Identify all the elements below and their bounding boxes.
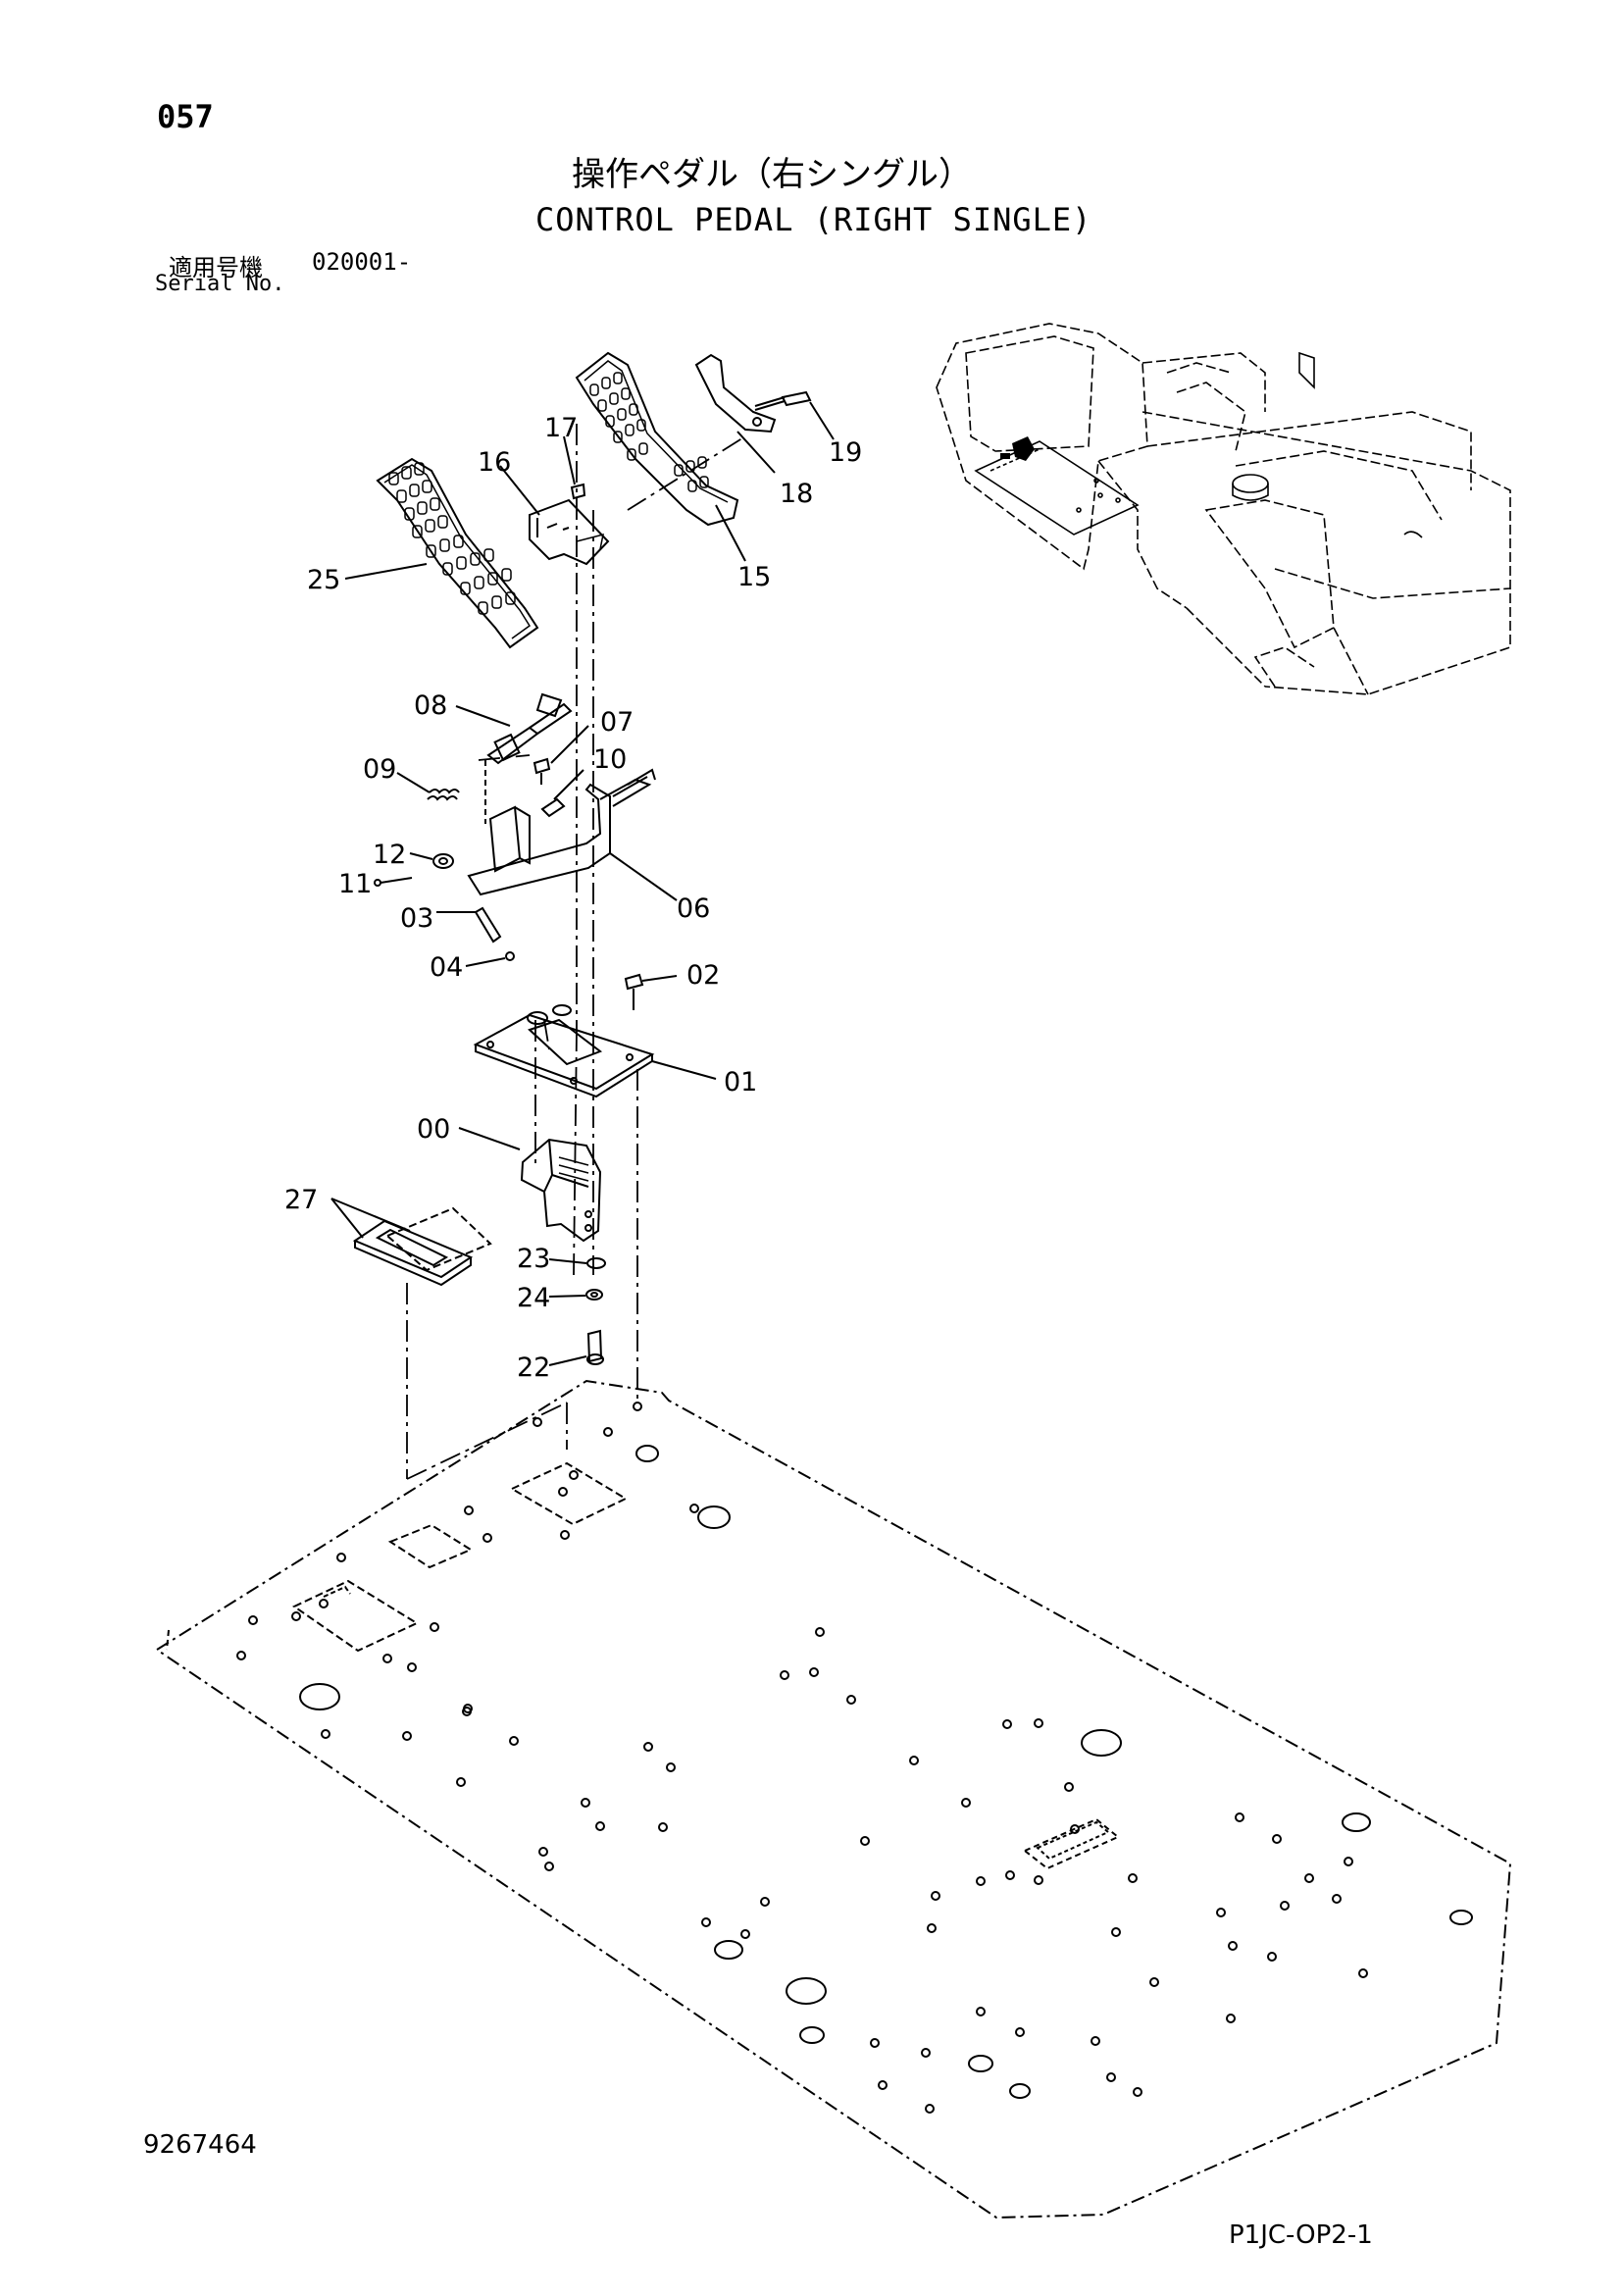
page-title: CONTROL PEDAL (RIGHT SINGLE): [535, 201, 1092, 238]
figure-code: P1JC-OP2-1: [1229, 2220, 1373, 2250]
part-callout: 01: [724, 1067, 757, 1097]
part-callout: 16: [478, 447, 511, 478]
floor-plate: [155, 1206, 1512, 2219]
part-callout: 03: [400, 903, 433, 934]
part-callout: 25: [307, 565, 340, 595]
serial-label-japanese: 適用号機: [169, 254, 263, 281]
pedal-25: [344, 457, 539, 649]
nut-17: [563, 435, 586, 500]
page-title-japanese: 操作ペダル（右シングル）: [572, 155, 972, 194]
part-callout: 02: [686, 960, 720, 991]
bolt-02: [624, 973, 678, 1010]
part-callouts: 17 19 16 18 25 15 08 07 09 10 12 11 06 0…: [284, 413, 862, 1383]
pin-04: [465, 951, 515, 967]
part-callout: 27: [284, 1185, 318, 1215]
part-callout: 24: [517, 1283, 550, 1313]
part-callout: 12: [373, 840, 406, 870]
cover-27: [330, 1198, 474, 1287]
part-callout: 18: [780, 479, 813, 509]
part-callout: 23: [517, 1244, 550, 1274]
bolt-07: [533, 725, 589, 785]
part-callout: 07: [600, 707, 634, 738]
pin-11: [374, 877, 413, 887]
lever-08: [455, 692, 573, 824]
bolt-22: [548, 1329, 604, 1366]
pedal-15: [575, 351, 746, 562]
serial-number-value: 020001-: [312, 248, 412, 276]
part-callout: 10: [593, 744, 627, 775]
spring-09: [396, 772, 460, 801]
part-callout: 17: [544, 413, 578, 443]
valve-00: [458, 1127, 602, 1243]
bolt-19: [754, 390, 835, 440]
pin-10: [540, 769, 584, 818]
pin-03: [436, 906, 502, 944]
bracket-06: [467, 768, 678, 901]
plate-01: [473, 1004, 717, 1098]
part-callout: 15: [737, 562, 771, 592]
washer-23: [548, 1257, 606, 1269]
part-callout: 11: [338, 869, 372, 899]
part-callout: 22: [517, 1352, 550, 1383]
serial-label: Serial No.: [155, 272, 285, 296]
part-callout: 00: [417, 1114, 450, 1145]
part-callout: 04: [430, 952, 463, 983]
part-callout: 19: [829, 437, 862, 468]
document-number: 9267464: [143, 2130, 257, 2160]
machine-inset-highlight: [1000, 436, 1035, 461]
bracket-16: [499, 465, 610, 566]
assembly-center-lines: [406, 424, 746, 1480]
part-callout: 08: [414, 690, 447, 721]
machine-inset-view: [936, 323, 1511, 695]
washer-24: [548, 1289, 603, 1301]
washer-12: [409, 852, 454, 869]
machine-inset-details: [974, 351, 1423, 538]
part-callout: 09: [363, 754, 396, 785]
part-callout: 06: [677, 893, 710, 924]
bracket-18: [694, 353, 777, 474]
page-number: 057: [157, 98, 214, 135]
